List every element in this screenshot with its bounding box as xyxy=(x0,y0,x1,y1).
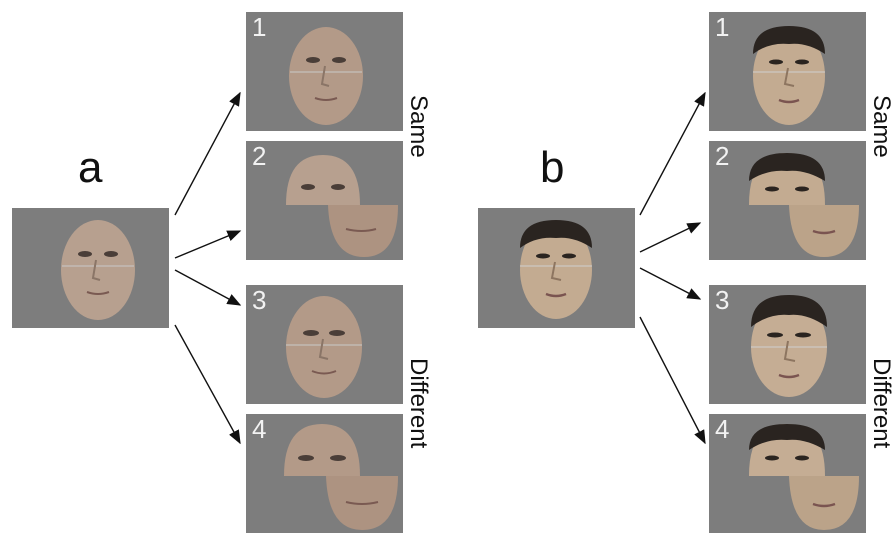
arrow-a-3 xyxy=(174,269,242,306)
panel-a-tile-3: 3 xyxy=(246,285,403,404)
tile-number: 4 xyxy=(252,414,267,444)
arrow-a-4 xyxy=(174,324,241,445)
arrow-a-2 xyxy=(174,230,242,259)
panel-a-same-label: Same xyxy=(405,95,432,158)
panel-a-tile-4: 4 xyxy=(246,414,403,533)
tile-number: 2 xyxy=(252,141,267,171)
panel-b-study-face xyxy=(478,208,635,328)
tile-number: 4 xyxy=(715,414,730,444)
arrow-b-1 xyxy=(639,91,706,216)
tile-number: 1 xyxy=(252,12,267,42)
panel-a-study-face xyxy=(12,208,169,328)
panel-b-letter: b xyxy=(540,143,565,192)
tile-number: 1 xyxy=(715,12,730,42)
arrow-a-1 xyxy=(174,91,241,216)
tile-number: 3 xyxy=(252,285,267,315)
arrow-b-4 xyxy=(639,316,706,445)
arrow-b-3 xyxy=(639,267,702,300)
panel-b-tile-1: 1 xyxy=(709,12,866,131)
tile-number: 3 xyxy=(715,285,730,315)
panel-b-tile-4: 4 xyxy=(709,414,866,533)
panel-a-tile-2: 2 xyxy=(246,141,403,260)
panel-b-same-label: Same xyxy=(868,95,895,158)
panel-b-different-label: Different xyxy=(868,358,895,449)
panel-a-letter: a xyxy=(78,143,103,192)
arrow-b-2 xyxy=(639,222,702,253)
panel-b-tile-3: 3 xyxy=(709,285,866,404)
panel-b-tile-2: 2 xyxy=(709,141,866,260)
panel-a-tile-1: 1 xyxy=(246,12,403,131)
tile-number: 2 xyxy=(715,141,730,171)
panel-a-different-label: Different xyxy=(405,358,432,449)
